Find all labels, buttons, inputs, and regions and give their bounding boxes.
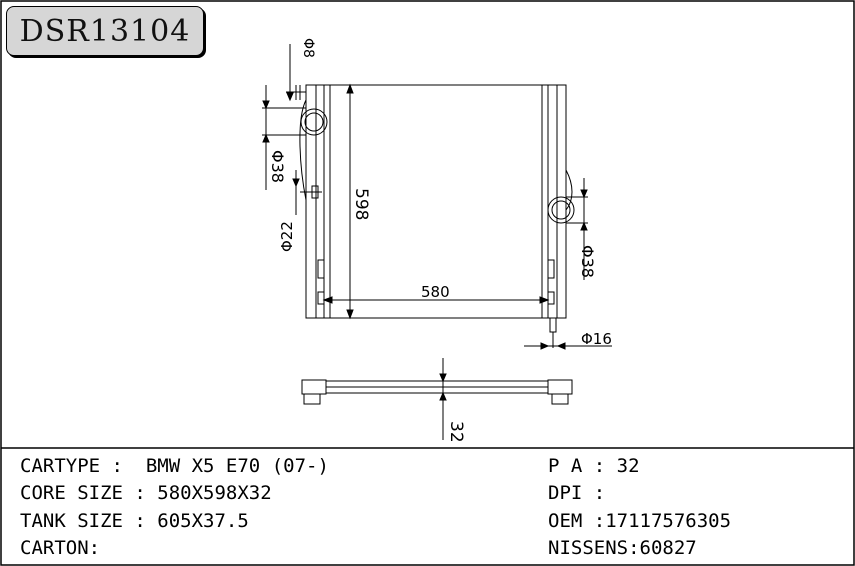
radiator-front-view (295, 84, 575, 348)
spec-separator: : (582, 455, 606, 477)
spec-value: 605X37.5 (157, 510, 249, 532)
spec-value: 17117576305 (605, 510, 732, 532)
spec-label: CARTON (20, 537, 89, 559)
spec-label: NISSENS (548, 537, 629, 559)
spec-separator: : (100, 455, 123, 477)
part-number-tab: DSR13104 (6, 6, 204, 56)
radiator-side-view (301, 358, 573, 440)
spec-value: 32 (616, 455, 640, 477)
spec-label: OEM (548, 510, 583, 532)
spec-label: TANK SIZE (20, 510, 123, 532)
spec-label: CARTYPE (20, 455, 101, 477)
dim-height-label: 598 (351, 188, 371, 220)
spec-nissens: NISSENS:60827 (548, 539, 697, 558)
spec-label: DPI (548, 482, 583, 504)
dim-drain-label: Φ16 (581, 330, 612, 348)
dimension-lines (262, 44, 612, 350)
dim-fitting-left-label: Φ22 (278, 221, 296, 252)
spec-oem: OEM :17117576305 (548, 512, 731, 531)
dim-width-label: 580 (421, 283, 450, 301)
spec-carton: CARTON: (20, 539, 100, 558)
spec-pa: P A : 32 (548, 457, 640, 476)
spec-core-size: CORE SIZE : 580X598X32 (20, 484, 272, 503)
spec-separator: : (582, 482, 606, 504)
dim-inlet-left-label: Φ38 (268, 150, 287, 183)
spec-separator: : (628, 537, 640, 559)
spec-cartype: CARTYPE : BMW X5 E70 (07-) (20, 457, 329, 476)
spec-value: 60827 (639, 537, 697, 559)
part-number: DSR13104 (19, 13, 191, 49)
dim-outlet-right-label: Φ38 (578, 245, 597, 278)
spec-label: P A (548, 455, 583, 477)
spec-dpi: DPI : (548, 484, 617, 503)
spec-separator: : (88, 537, 101, 559)
spec-separator: : (122, 482, 146, 504)
spec-separator: : (582, 510, 606, 532)
dim-thickness-label: 32 (446, 421, 466, 443)
spec-label: CORE SIZE (20, 482, 123, 504)
spec-value: BMW X5 E70 (07-) (145, 455, 329, 477)
spec-tank-size: TANK SIZE : 605X37.5 (20, 512, 249, 531)
spec-separator: : (122, 510, 146, 532)
dim-outlet-top-label: Φ8 (300, 38, 316, 58)
spec-value: 580X598X32 (157, 482, 272, 504)
